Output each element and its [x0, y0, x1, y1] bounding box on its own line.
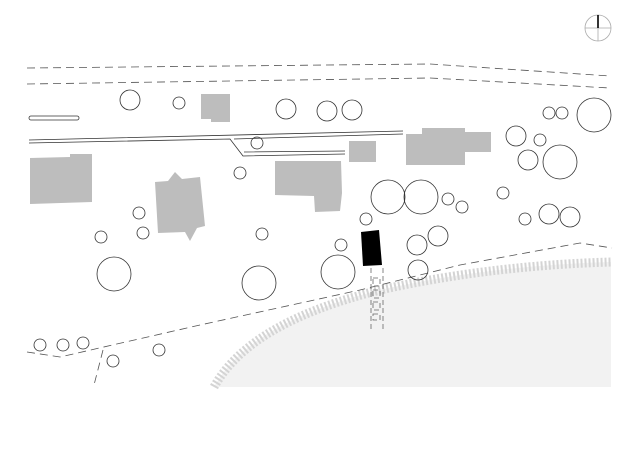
tree	[542, 106, 556, 120]
tree	[320, 254, 356, 290]
tree	[559, 206, 581, 228]
tree	[106, 354, 120, 368]
north-arrow-icon	[584, 14, 612, 42]
building	[406, 128, 491, 165]
footpath-long	[28, 130, 404, 157]
tree	[403, 179, 439, 215]
property-boundary-branch	[93, 349, 104, 386]
tree	[406, 234, 428, 256]
tree	[119, 89, 141, 111]
building	[201, 94, 230, 122]
lake-water	[214, 262, 611, 387]
tree	[94, 230, 108, 244]
tree	[533, 133, 547, 147]
tree	[555, 106, 569, 120]
building	[349, 141, 376, 162]
tree	[538, 203, 560, 225]
tree	[275, 98, 297, 120]
tree	[518, 212, 532, 226]
footpath-short	[28, 115, 80, 121]
tree	[76, 336, 90, 350]
tree	[517, 149, 539, 171]
trees	[33, 89, 612, 368]
tree	[359, 212, 373, 226]
tree	[316, 100, 338, 122]
tree	[33, 338, 47, 352]
tree	[370, 179, 406, 215]
tree	[542, 144, 578, 180]
tree	[255, 227, 269, 241]
building	[30, 154, 92, 204]
tree	[407, 259, 429, 281]
tree	[233, 166, 247, 180]
tree	[576, 97, 612, 133]
tree	[56, 338, 70, 352]
tree	[136, 226, 150, 240]
building	[155, 172, 205, 241]
road-edge-north	[26, 63, 611, 77]
tree	[172, 96, 186, 110]
tree	[496, 186, 510, 200]
tree	[241, 265, 277, 301]
tree	[441, 192, 455, 206]
tree	[455, 200, 469, 214]
road-edge-south	[26, 77, 611, 89]
tree	[334, 238, 348, 252]
tree	[505, 125, 527, 147]
tree	[427, 225, 449, 247]
gravel-shore	[210, 257, 612, 390]
tree	[152, 343, 166, 357]
tree	[250, 136, 264, 150]
property-boundary	[26, 242, 613, 358]
tree	[96, 256, 132, 292]
tree	[132, 206, 146, 220]
focus-building	[361, 230, 382, 266]
building	[275, 161, 342, 212]
tree	[341, 99, 363, 121]
